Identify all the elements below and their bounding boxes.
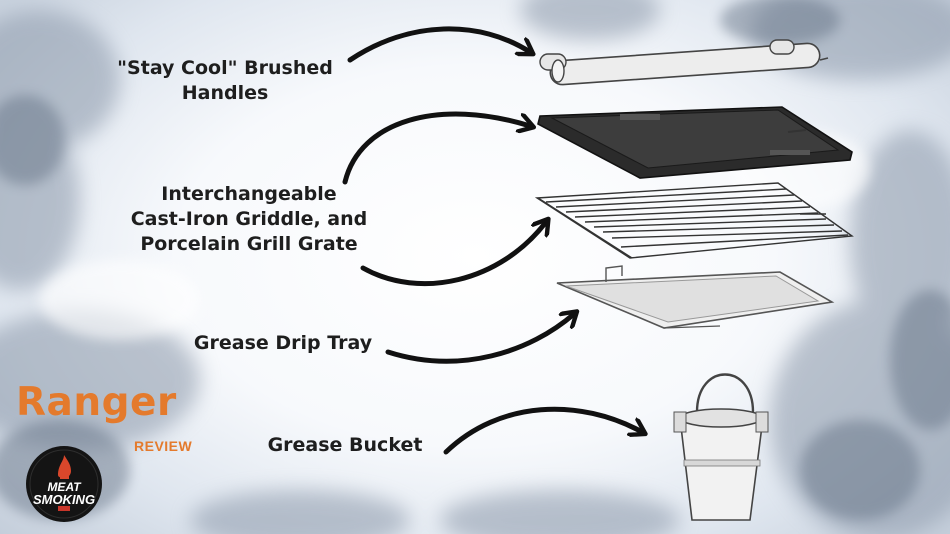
label-bucket: Grease Bucket: [267, 434, 423, 456]
label-griddle-line-3: Porcelain Grill Grate: [140, 233, 358, 255]
arrow-griddle: [342, 111, 530, 185]
label-handles: "Stay Cool" Brushed Handles: [117, 57, 333, 104]
drip-tray-illustration: [556, 265, 835, 329]
logo-text-meat: MEAT: [47, 480, 81, 494]
label-griddle-grate: Interchangeable Cast-Iron Griddle, and P…: [104, 182, 394, 257]
griddle-illustration: [537, 106, 853, 179]
brand-title: Ranger: [16, 380, 177, 425]
brand-subtitle: REVIEW: [134, 438, 193, 454]
grease-bucket-illustration: [673, 373, 769, 521]
handle-bar-illustration: [539, 39, 829, 86]
logo-text-smoking: SMOKING: [32, 492, 96, 507]
label-griddle-line-2: Cast-Iron Griddle, and: [130, 208, 368, 230]
label-drip-tray: Grease Drip Tray: [193, 332, 373, 354]
arrow-bucket: [443, 406, 642, 455]
arrow-grate: [360, 222, 546, 287]
label-griddle-line-1: Interchangeable: [161, 183, 337, 205]
grill-grate-illustration: [534, 182, 854, 259]
logo-badge-icon: [26, 446, 102, 522]
meat-smoking-logo: MEAT SMOKING: [25, 445, 103, 523]
arrow-handles: [347, 26, 530, 63]
arrow-drip-tray: [385, 314, 574, 364]
